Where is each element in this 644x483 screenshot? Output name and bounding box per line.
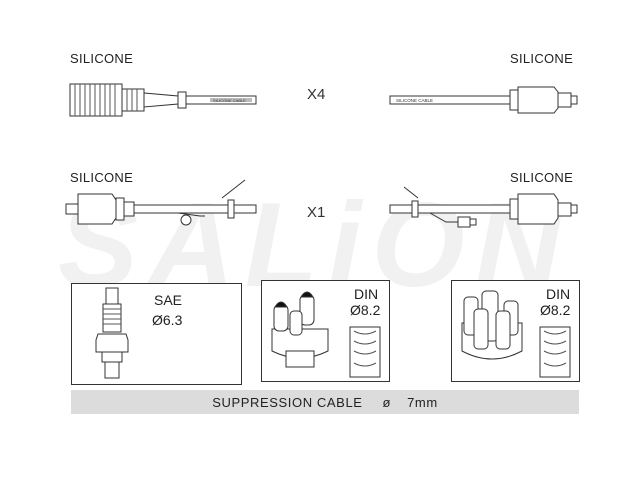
diameter-symbol-icon: ø (382, 394, 392, 410)
din-standard-2: DIN (546, 286, 571, 302)
lead-row1-right (389, 86, 578, 114)
label-silicone-mid-right: SILICONE (510, 170, 574, 185)
distributor-cap-icon (461, 290, 571, 378)
diameter-icon: Ø (350, 302, 361, 318)
connector-panel-din-2: DIN Ø8.2 (451, 280, 580, 382)
connector-panel-din-1: DIN Ø8.2 (261, 280, 390, 382)
din1-diameter-line: Ø8.2 (350, 302, 380, 318)
diameter-icon: Ø (540, 302, 551, 318)
sae-diameter: 6.3 (162, 312, 183, 328)
label-silicone-mid-left: SILICONE (70, 170, 134, 185)
quantity-row2: X1 (307, 204, 326, 221)
cable-print-left: SILICONE CABLE (213, 98, 246, 103)
distributor-cap-icon (271, 291, 381, 378)
lead-row1-left (69, 83, 257, 117)
spark-plug-icon (95, 287, 129, 379)
din2-diameter: 8.2 (550, 302, 571, 318)
lead-row2-left (65, 179, 257, 226)
din2-diameter-line: Ø8.2 (540, 302, 570, 318)
din-standard-1: DIN (354, 286, 379, 302)
quantity-row1: X4 (307, 86, 326, 103)
din1-diameter: 8.2 (360, 302, 381, 318)
banner-text: SUPPRESSION CABLE (212, 394, 363, 410)
diameter-icon: Ø (152, 312, 163, 328)
sae-diameter-line: Ø6.3 (152, 312, 182, 328)
sae-standard: SAE (154, 292, 183, 308)
label-silicone-top-right: SILICONE (510, 51, 574, 66)
label-silicone-top-left: SILICONE (70, 51, 134, 66)
banner-size: 7mm (407, 394, 438, 410)
connector-panel-sae: SAE Ø6.3 (71, 283, 242, 385)
lead-row2-right (389, 186, 578, 228)
cable-spec-banner: SUPPRESSION CABLE ø 7mm (71, 390, 579, 414)
cable-print-right: SILICONE CABLE (396, 98, 433, 103)
